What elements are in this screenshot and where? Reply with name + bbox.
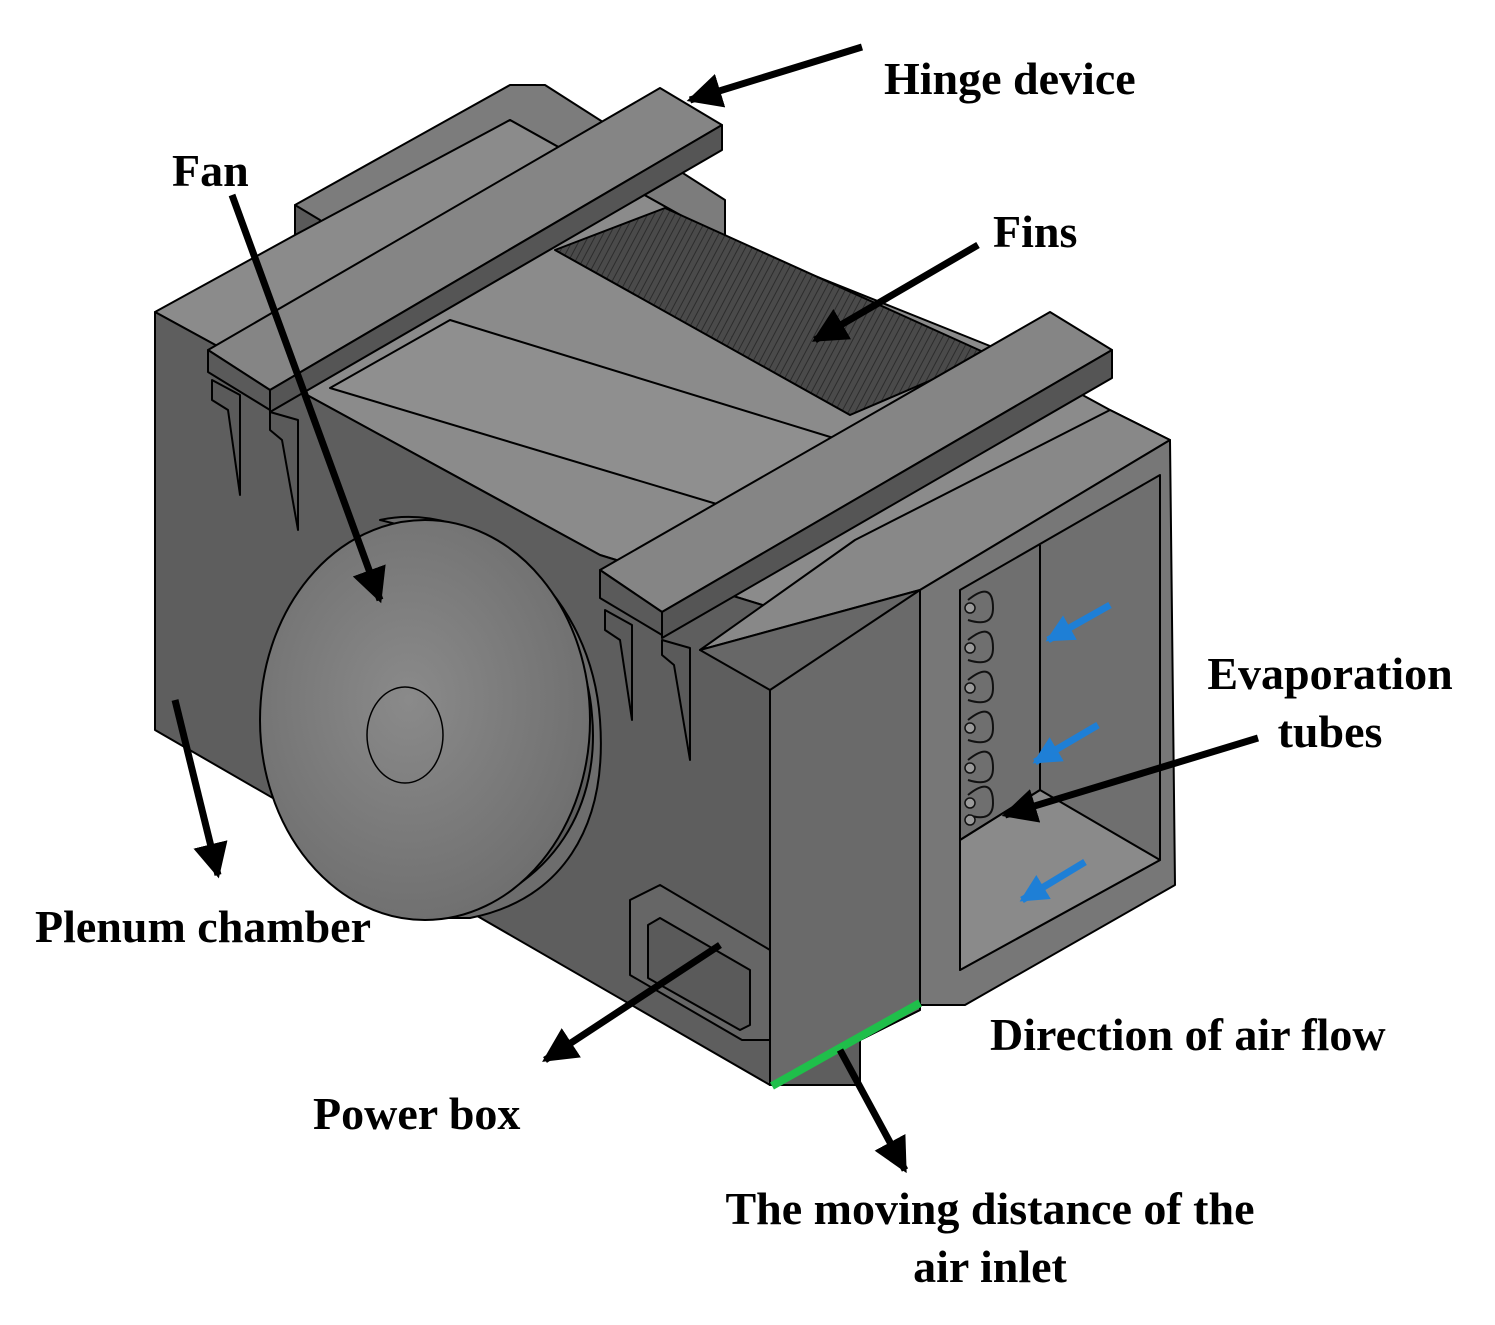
airflow-arrows	[1019, 601, 1112, 903]
label-plenum-chamber: Plenum chamber	[35, 901, 372, 952]
hinge-bar-front-side	[661, 349, 1113, 639]
label-arrows	[171, 43, 1260, 1174]
fan-housing	[259, 519, 591, 921]
label-moving-line2: air inlet	[913, 1240, 1067, 1292]
tube-ends	[964, 602, 976, 826]
label-fan: Fan	[172, 145, 249, 196]
hinge-teeth-back-2	[269, 411, 299, 531]
evaporation-tubes	[967, 590, 994, 819]
label-air-flow-direction: Direction of air flow	[990, 1009, 1386, 1060]
hinge-teeth-front	[604, 609, 633, 721]
inlet-highlight-line	[770, 999, 922, 1090]
label-evaporation-line1: Evaporation	[1207, 648, 1453, 699]
hinge-bar-back-side	[269, 124, 723, 413]
hinge-teeth-back	[211, 379, 241, 496]
label-fins: Fins	[993, 206, 1078, 257]
fan-hub	[366, 686, 444, 784]
label-moving-line1: The moving distance of the	[725, 1183, 1255, 1234]
label-evaporation-line2: tubes	[1277, 705, 1383, 757]
label-hinge-device: Hinge device	[884, 53, 1136, 104]
label-evaporation-tubes: Evaporation tubes	[1190, 645, 1470, 760]
power-box-opening	[647, 917, 751, 1031]
label-power-box: Power box	[313, 1088, 521, 1139]
hinge-teeth-front-2	[661, 639, 691, 761]
label-moving-distance: The moving distance of the air inlet	[680, 1180, 1300, 1295]
